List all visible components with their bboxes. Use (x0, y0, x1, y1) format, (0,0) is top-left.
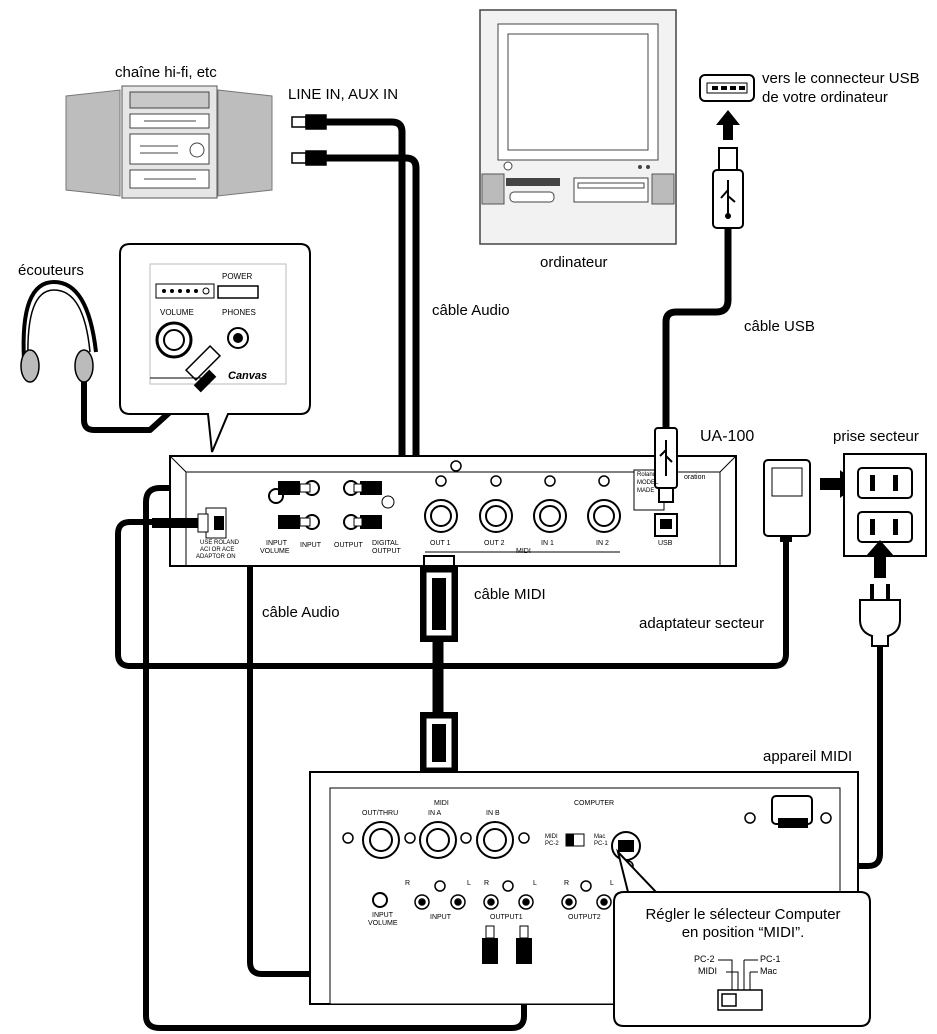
up-arrow-plug-icon (866, 540, 894, 578)
midi-plug-top (420, 555, 458, 642)
computer-label: ordinateur (540, 254, 608, 271)
headphones (20, 279, 98, 383)
power-plug (859, 584, 901, 647)
midi-device-label: appareil MIDI (763, 748, 853, 765)
midi-plug-bottom (420, 712, 458, 785)
usb-port-icon (699, 74, 755, 102)
callout-line-1: Régler le sélecteur Computer (645, 906, 841, 923)
md-midi-label: MIDI (434, 800, 449, 807)
ua-out2-label: OUT 2 (484, 540, 505, 547)
md-sw-midi: MIDI (545, 834, 558, 840)
md-sw-pc1: PC-1 (594, 841, 608, 847)
midi-cable-label: câble MIDI (474, 586, 546, 603)
md-input: INPUT (430, 914, 451, 921)
usb-target-label-2: de votre ordinateur (762, 89, 888, 106)
md-r3: R (564, 880, 570, 887)
ua-usb-label: USB (658, 540, 673, 547)
canvas-logo: Canvas (228, 370, 268, 382)
md-l1: L (467, 880, 471, 887)
ua-corp: oration (684, 474, 706, 481)
ua-input-volume-1: INPUT (266, 540, 287, 547)
md-output1: OUTPUT1 (490, 914, 523, 921)
md-in-a: IN A (428, 810, 442, 817)
ac-adapter-label: adaptateur secteur (639, 615, 765, 632)
ua-output-label: OUTPUT (334, 542, 363, 549)
headphone-cable (81, 375, 195, 433)
hifi-label: chaîne hi-fi, etc (115, 64, 217, 81)
phones-label: PHONES (222, 308, 256, 317)
ua-out1-label: OUT 1 (430, 540, 451, 547)
sd-midi: MIDI (698, 966, 717, 976)
audio-cable-line-in-1 (323, 118, 406, 490)
ua-roland-2: MODEL (637, 480, 659, 486)
power-outlet-label: prise secteur (833, 428, 919, 445)
sd-pc2: PC-2 (694, 954, 715, 964)
sd-mac: Mac (760, 966, 778, 976)
usb-plug-bottom (654, 427, 678, 503)
ac-adapter-cable (115, 519, 789, 669)
md-sw-mac: Mac (594, 834, 606, 840)
ua-in2-label: IN 2 (596, 540, 609, 547)
switch-callout (613, 848, 871, 1027)
audio-cable-label-top: câble Audio (432, 302, 510, 319)
usb-plug-top (712, 147, 744, 229)
sd-pc1: PC-1 (760, 954, 781, 964)
md-computer: COMPUTER (574, 800, 615, 807)
rca-plugs-hifi (291, 114, 327, 166)
hifi-system (65, 85, 273, 199)
zoom-callout (119, 243, 311, 453)
md-r2: R (484, 880, 490, 887)
ua-roland-1: Roland (637, 472, 657, 478)
midi-device (309, 771, 859, 1005)
md-out-thru: OUT/THRU (362, 810, 399, 817)
md-l3: L (610, 880, 614, 887)
computer (479, 9, 677, 245)
usb-cable-label: câble USB (744, 318, 815, 335)
power-label: POWER (222, 272, 253, 281)
usb-target-label-1: vers le connecteur USB (762, 70, 920, 87)
ua-midi-label: MIDI (516, 548, 531, 555)
md-r1: R (405, 880, 411, 887)
up-arrow-icon (716, 110, 740, 140)
audio-cable-label-left: câble Audio (262, 604, 340, 621)
headphones-label: écouteurs (18, 262, 84, 279)
md-input-volume-2: VOLUME (368, 920, 398, 927)
ua-digital-2: OUTPUT (372, 548, 401, 555)
ua-adaptor-1: USE ROLAND (200, 540, 240, 546)
ua100-unit (152, 455, 737, 567)
ua-adaptor-2: ACI OR ACE (200, 547, 235, 553)
ac-adapter (763, 459, 811, 542)
volume-label: VOLUME (160, 308, 194, 317)
ua-input-volume-2: VOLUME (260, 548, 290, 555)
audio-cable-left-outer (143, 485, 527, 1031)
md-output2: OUTPUT2 (568, 914, 601, 921)
md-in-b: IN B (486, 810, 500, 817)
usb-cable (662, 221, 732, 434)
md-input-volume-1: INPUT (372, 912, 393, 919)
md-l2: L (533, 880, 537, 887)
callout-line-2: en position “MIDI”. (681, 924, 805, 941)
ua-adaptor-3: ADAPTOR ON (196, 554, 236, 560)
callout-text: Régler le sélecteur Computer en position… (616, 906, 870, 942)
ua-input-label: INPUT (300, 542, 321, 549)
ua-in1-label: IN 1 (541, 540, 554, 547)
line-in-label: LINE IN, AUX IN (288, 86, 399, 103)
ua-roland-3: MADE (637, 488, 655, 494)
ua-digital-1: DIGITAL (372, 540, 399, 547)
ua100-label: UA-100 (700, 428, 755, 445)
md-sw-pc2: PC-2 (545, 841, 559, 847)
wall-outlet (843, 453, 927, 557)
